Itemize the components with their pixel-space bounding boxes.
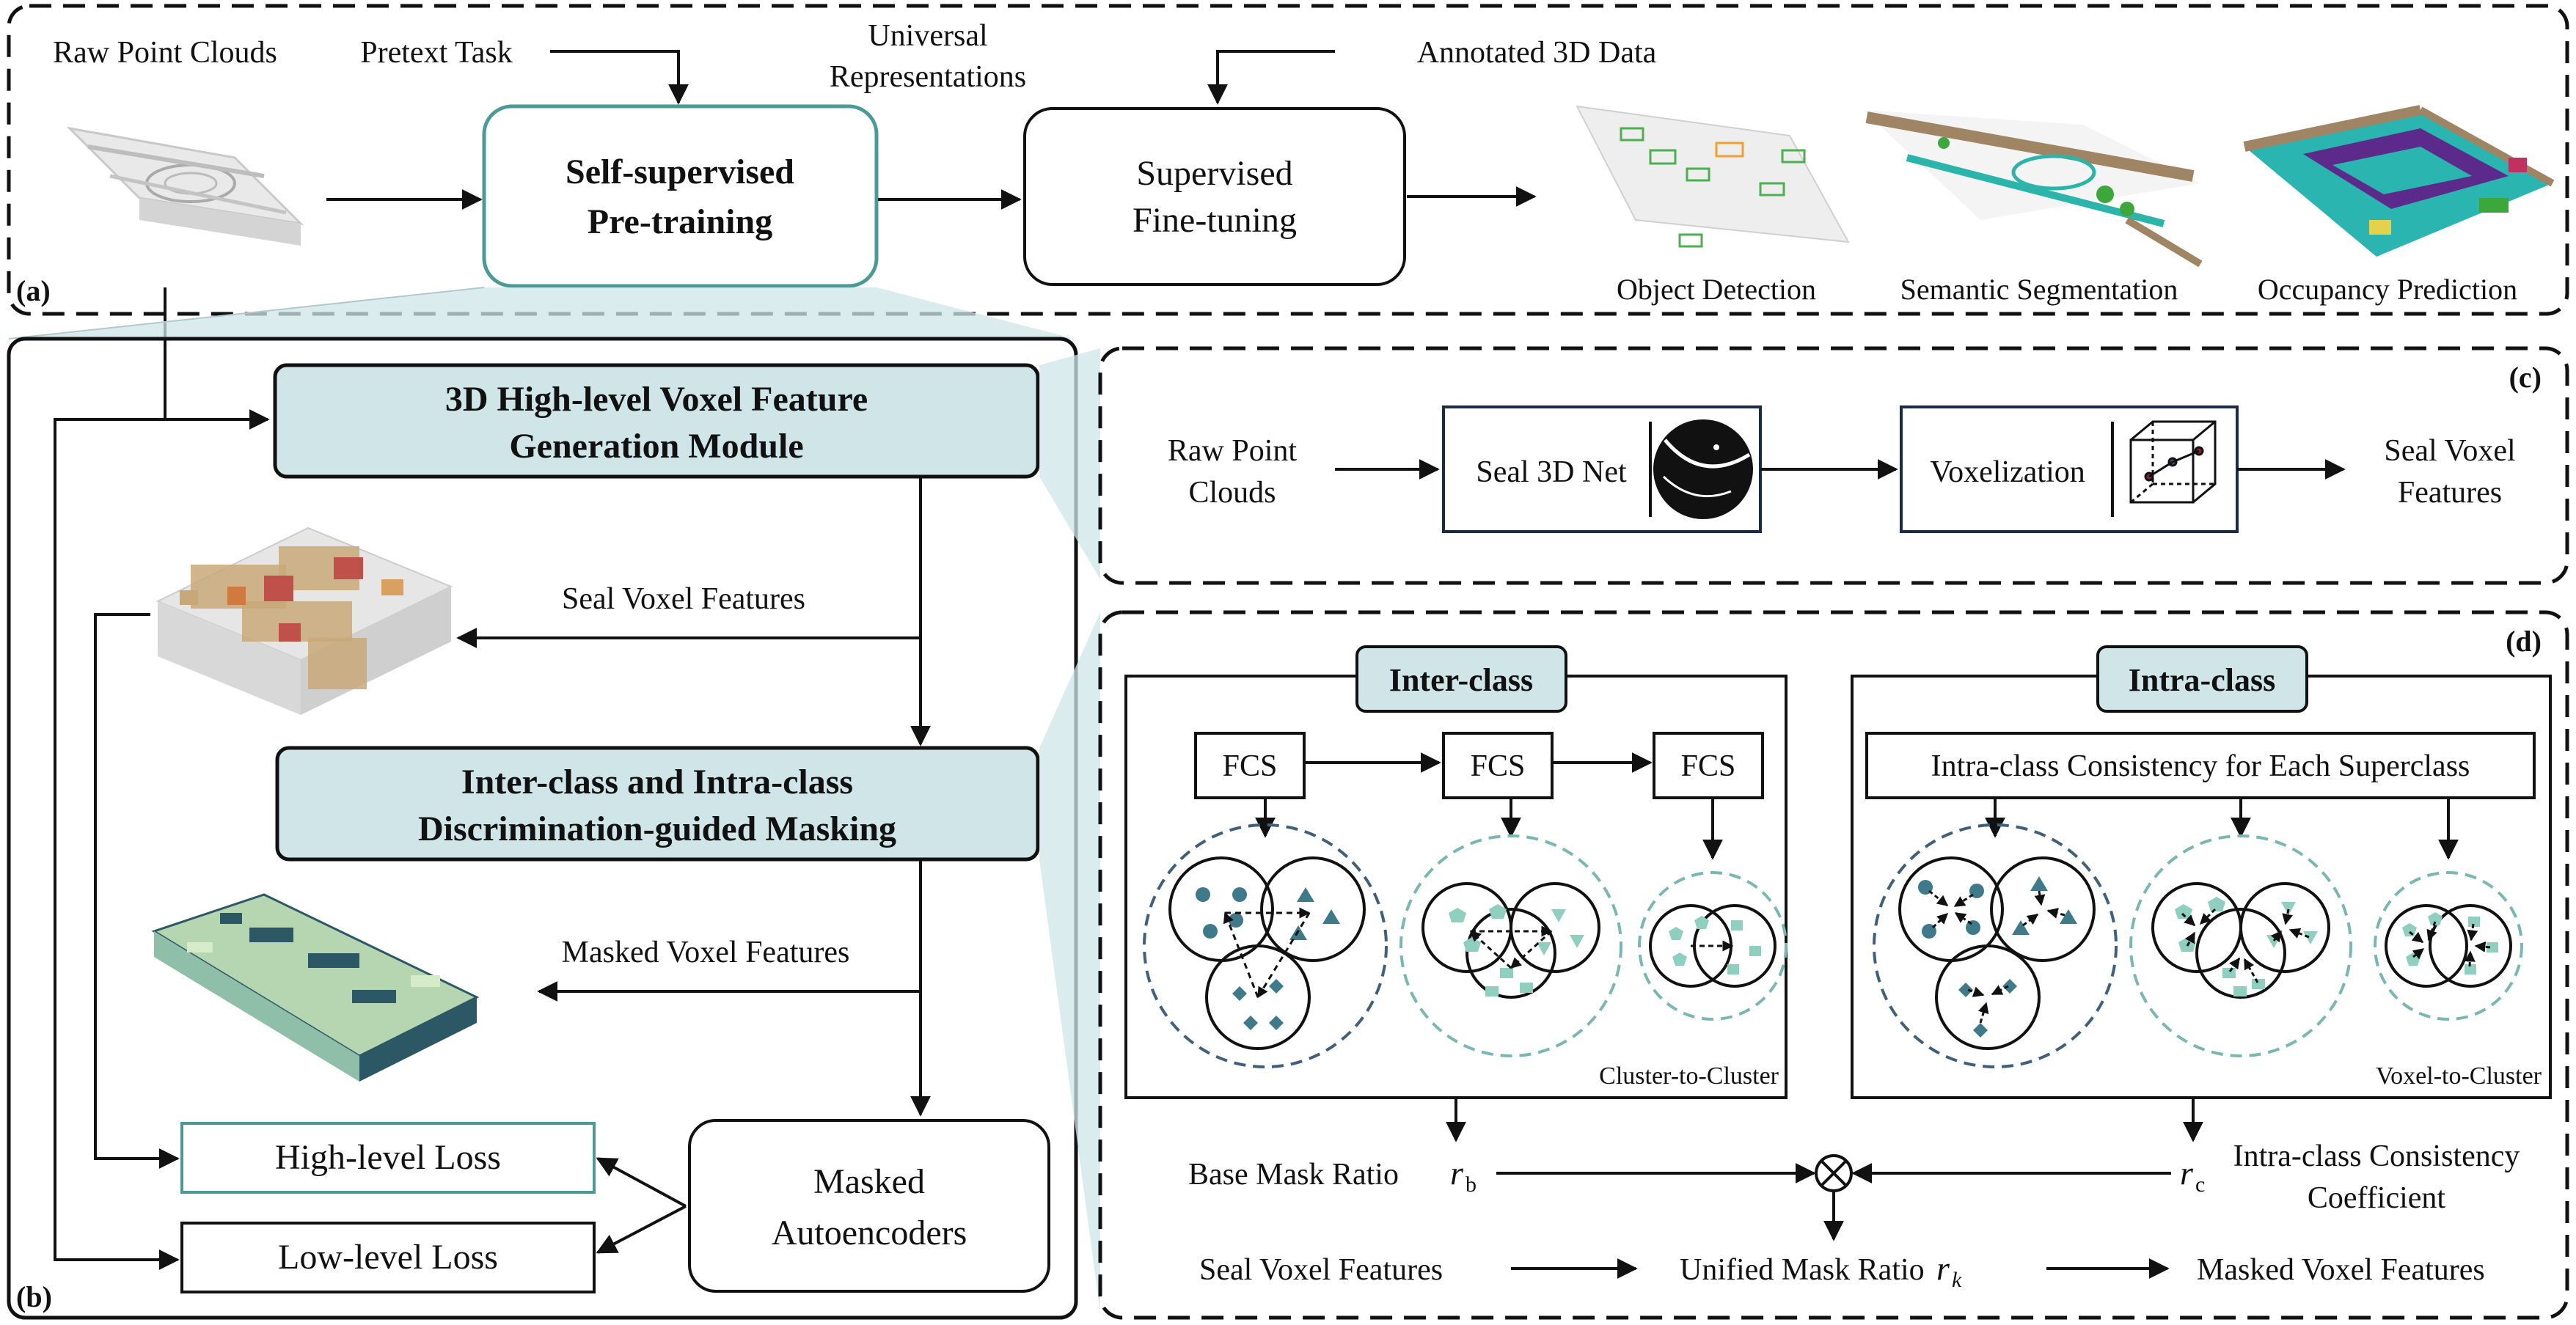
module1-label-2: Generation Module	[509, 427, 803, 466]
panel-d-tag: (d)	[2506, 625, 2542, 658]
d-masked-voxel-features-label: Masked Voxel Features	[2197, 1253, 2485, 1287]
raw-point-cloud-image	[66, 126, 304, 246]
inter-cluster-group-2	[1399, 834, 1622, 1057]
masked-autoencoders-label-2: Autoencoders	[772, 1214, 967, 1252]
task-label-occupancy-prediction: Occupancy Prediction	[2258, 273, 2517, 306]
module2-box	[275, 746, 1040, 862]
raw-point-clouds-label: Raw Point Clouds	[53, 36, 277, 70]
masked-voxel-features-image	[151, 893, 480, 1082]
zoom-cone-ab	[9, 287, 1075, 339]
voxel-cube-icon	[2129, 420, 2217, 504]
fcs-label-1: FCS	[1223, 749, 1278, 783]
base-mask-ratio-label: Base Mask Ratio	[1188, 1158, 1399, 1192]
masked-autoencoders-label-1: Masked	[813, 1162, 925, 1201]
inter-cluster-group-1	[1143, 823, 1388, 1068]
seal-3d-net-label: Seal 3D Net	[1476, 455, 1627, 489]
universal-label-1: Universal	[868, 19, 987, 53]
d-seal-voxel-features-label: Seal Voxel Features	[1199, 1253, 1443, 1287]
unified-mask-ratio-label: Unified Mask Ratio	[1680, 1253, 1925, 1287]
pretext-task-label: Pretext Task	[360, 36, 512, 70]
universal-label-2: Representations	[830, 60, 1026, 94]
panel-a-tag: (a)	[16, 274, 51, 307]
inter-class-title: Inter-class	[1389, 662, 1533, 698]
fcs-box-1	[1194, 732, 1306, 799]
intra-class-title: Intra-class	[2129, 662, 2275, 698]
pretraining-box	[482, 104, 879, 288]
zoom-cone-bd	[1039, 612, 1100, 1313]
low-level-loss-label: Low-level Loss	[278, 1238, 498, 1277]
masked-autoencoders-box	[688, 1119, 1050, 1293]
panel-c-tag: (c)	[2509, 361, 2542, 394]
intra-consistency-label: Intra-class Consistency for Each Supercl…	[1931, 749, 2470, 783]
pretraining-label-2: Pre-training	[588, 202, 772, 241]
raw-to-low-loss-arrow	[54, 418, 268, 1270]
rk-subscript: k	[1952, 1268, 1962, 1292]
annotated-3d-label: Annotated 3D Data	[1417, 36, 1657, 70]
coefficient-label-1: Intra-class Consistency	[2233, 1139, 2520, 1173]
fcs-label-2: FCS	[1471, 749, 1526, 783]
module2-label-1: Inter-class and Intra-class	[461, 763, 853, 801]
high-level-loss-box	[180, 1122, 596, 1194]
rk-symbol: r	[1936, 1249, 1950, 1287]
voxelization-label: Voxelization	[1930, 455, 2085, 489]
task-label-semantic-segmentation: Semantic Segmentation	[1900, 273, 2178, 306]
inter-cluster-group-3	[1638, 871, 1788, 1021]
c-raw-label-2: Clouds	[1188, 476, 1276, 510]
intra-cluster-group-1	[1873, 823, 2118, 1068]
voxel-to-cluster-label: Voxel-to-Cluster	[2376, 1062, 2542, 1090]
c-out-label-1: Seal Voxel	[2384, 434, 2515, 468]
rb-subscript: b	[1466, 1172, 1477, 1197]
seal-to-high-loss-arrow	[94, 613, 180, 1169]
panel-a-frame	[7, 4, 2569, 316]
fcs-label-3: FCS	[1681, 749, 1736, 783]
rb-symbol: r	[1450, 1154, 1464, 1192]
module2-label-2: Discrimination-guided Masking	[418, 810, 896, 848]
c-raw-label-1: Raw Point	[1168, 434, 1298, 468]
object-detection-image	[1576, 105, 1850, 248]
annotated-arrow	[1207, 50, 1335, 105]
occupancy-prediction-image	[2243, 105, 2555, 257]
mae-to-low-loss-arrow	[596, 1205, 687, 1254]
intra-cluster-group-3	[2374, 871, 2523, 1021]
module1-label-1: 3D High-level Voxel Feature	[445, 380, 868, 419]
intra-consistency-box	[1865, 732, 2536, 799]
seal-net-icon	[1653, 419, 1753, 519]
mae-to-high-loss-arrow	[596, 1157, 687, 1208]
high-level-loss-label: High-level Loss	[275, 1138, 501, 1177]
c-out-label-2: Features	[2398, 476, 2502, 510]
finetuning-box	[1023, 107, 1406, 286]
voxelization-box	[1900, 405, 2239, 533]
multiply-icon	[1815, 1154, 1853, 1192]
rc-subscript: c	[2195, 1172, 2205, 1197]
panel-d-frame	[1098, 610, 2569, 1320]
pretext-arrow	[550, 50, 689, 105]
intra-cluster-group-2	[2129, 834, 2352, 1057]
seal-voxel-features-label: Seal Voxel Features	[562, 582, 805, 616]
inter-class-title-box	[1355, 645, 1567, 713]
zoom-cone-bc	[1039, 348, 1100, 579]
panel-b-tag: (b)	[16, 1280, 52, 1313]
semantic-segmentation-image	[1863, 110, 2203, 268]
cluster-to-cluster-label: Cluster-to-Cluster	[1599, 1062, 1779, 1090]
fcs-box-3	[1653, 732, 1764, 799]
finetuning-label-1: Supervised	[1136, 154, 1292, 193]
pretraining-label-1: Self-supervised	[566, 153, 794, 191]
fcs-box-2	[1442, 732, 1554, 799]
task-label-object-detection: Object Detection	[1617, 273, 1816, 306]
seal-voxel-features-image	[155, 526, 453, 715]
finetuning-label-2: Fine-tuning	[1133, 201, 1297, 240]
coefficient-label-2: Coefficient	[2308, 1181, 2445, 1215]
panel-c-frame	[1098, 346, 2569, 585]
low-level-loss-box	[180, 1222, 596, 1293]
intra-class-title-box	[2096, 645, 2308, 713]
rc-symbol: r	[2180, 1154, 2194, 1192]
module1-box	[273, 363, 1040, 479]
masked-voxel-features-label: Masked Voxel Features	[562, 936, 850, 969]
